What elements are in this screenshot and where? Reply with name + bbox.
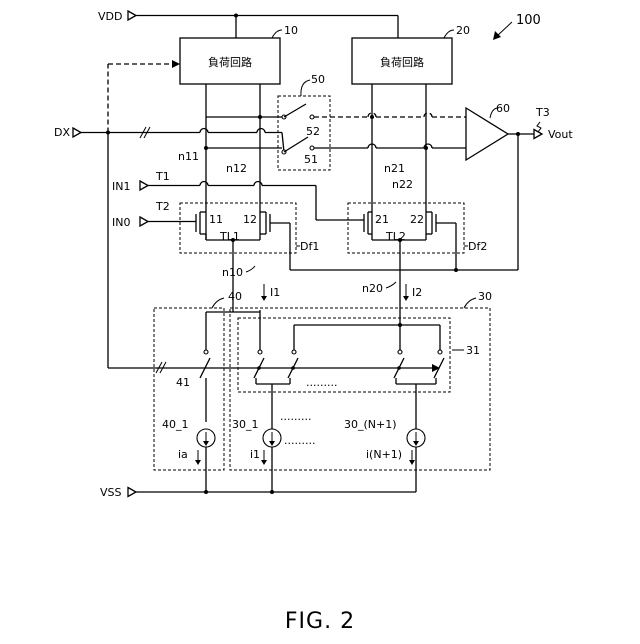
figure-reference-number: 100 (516, 13, 541, 28)
df2-tail: TL2 (385, 230, 406, 243)
diff-pair-df1: Df1 11 12 TL1 (180, 203, 319, 292)
current-i2: I2 (412, 286, 422, 299)
selector-outputs (314, 113, 466, 148)
t1-label: T1 (155, 170, 170, 183)
vout-label: Vout (548, 128, 573, 141)
t2-label: T2 (155, 200, 170, 213)
node-n22: n22 (392, 178, 413, 191)
in1-label: IN1 (112, 180, 130, 193)
df2-left: 21 (375, 213, 389, 226)
selector-50: 50 52 51 (206, 73, 330, 170)
source-ia: ia (178, 448, 188, 461)
selector-ref: 50 (311, 73, 325, 86)
load-circuit-10-text: 負荷回路 (208, 56, 252, 69)
node-n10: n10 (222, 266, 243, 279)
selector-sw-52: 52 (306, 125, 320, 138)
source-i1: i1 (250, 448, 260, 461)
source-in1: i(N+1) (366, 448, 402, 461)
block-31-ref: 31 (466, 344, 480, 357)
amplifier-60: 60 Vout T3 (290, 102, 573, 270)
load-circuit-10-ref: 10 (284, 24, 298, 37)
vdd-label: VDD (98, 10, 122, 23)
vdd-rail: VDD (98, 10, 398, 38)
source-30-1: 30_1 (232, 418, 259, 431)
df1-left: 11 (209, 213, 223, 226)
load-circuit-20-text: 負荷回路 (380, 56, 424, 69)
vss-rail: VSS (100, 486, 416, 499)
load-circuit-10: 負荷回路 10 (180, 24, 298, 84)
current-i1: I1 (270, 286, 280, 299)
block-40: 40 41 40_1 ia (154, 290, 242, 492)
df2-right: 22 (410, 213, 424, 226)
df1-ref: Df1 (300, 240, 319, 253)
switch-ellipsis: ......... (306, 376, 337, 389)
node-n11: n11 (178, 150, 199, 163)
vss-label: VSS (100, 486, 122, 499)
source-30-n1: 30_(N+1) (344, 418, 397, 431)
block-40-ref: 40 (228, 290, 242, 303)
source-ellipsis-mid: ......... (284, 434, 315, 447)
source-ellipsis-top: ......... (280, 410, 311, 423)
df2-ref: Df2 (468, 240, 487, 253)
dx-label: DX (54, 126, 70, 139)
node-n20: n20 (362, 282, 383, 295)
in0-label: IN0 (112, 216, 130, 229)
node-n21: n21 (384, 162, 405, 175)
amplifier-ref: 60 (496, 102, 510, 115)
diff-pair-df2: Df2 21 22 TL2 (348, 203, 487, 292)
switch-41: 41 (176, 376, 190, 389)
figure-reference: 100 (493, 13, 541, 40)
load-circuit-20: 負荷回路 20 (352, 24, 470, 84)
node-n12: n12 (226, 162, 247, 175)
figure-caption: FIG. 2 (285, 609, 355, 634)
in1-input: IN1 T1 (112, 170, 360, 220)
source-40-1: 40_1 (162, 418, 189, 431)
df1-tail: TL1 (219, 230, 240, 243)
block-30-ref: 30 (478, 290, 492, 303)
t3-label: T3 (535, 106, 550, 119)
in0-input: IN0 T2 (112, 200, 196, 229)
load-circuit-20-ref: 20 (456, 24, 470, 37)
selector-sw-51: 51 (304, 153, 318, 166)
block-30: 30 31 ......... (230, 290, 492, 492)
df1-right: 12 (243, 213, 257, 226)
